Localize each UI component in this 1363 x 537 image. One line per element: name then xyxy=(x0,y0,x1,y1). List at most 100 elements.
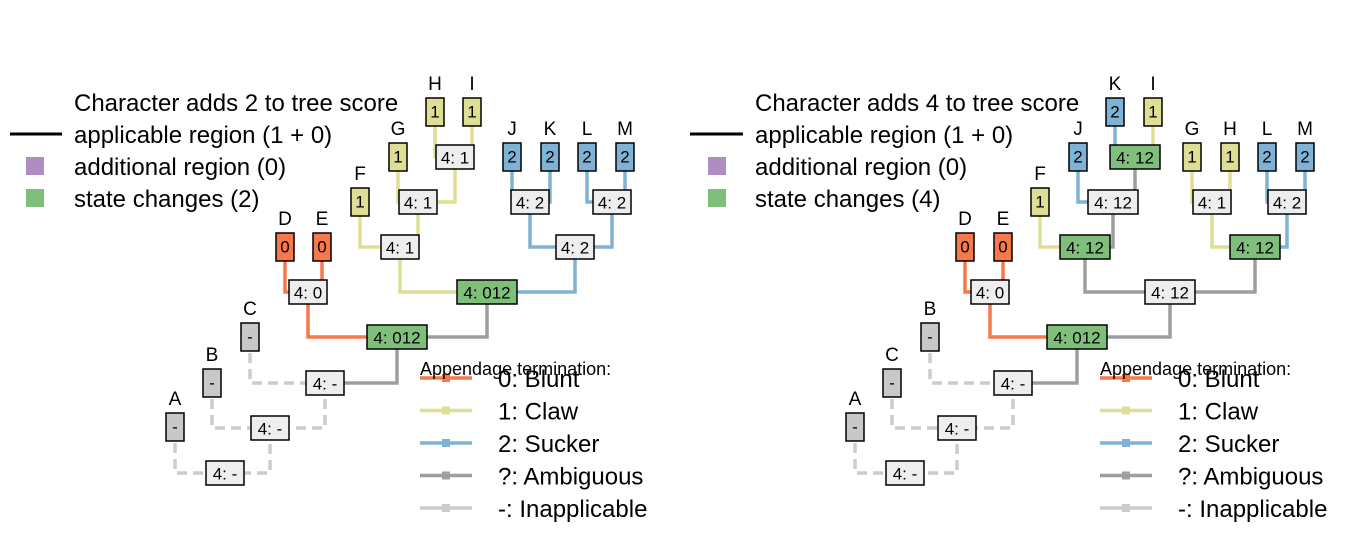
node-box xyxy=(435,144,475,170)
internal-node: 4: 12 xyxy=(1109,144,1161,170)
tip-F: 1F xyxy=(350,164,370,217)
tip-state-box xyxy=(845,412,865,442)
tip-I: 1I xyxy=(1143,74,1163,127)
tip-label: F xyxy=(1034,164,1046,185)
tip-G: 1G xyxy=(1182,119,1202,172)
state-change-node-box xyxy=(1046,324,1108,350)
legend-label: 0: Blunt xyxy=(498,366,580,393)
legend-point-swatch xyxy=(442,471,450,480)
tip-state-box xyxy=(1220,142,1240,172)
node-label: 4: 2 xyxy=(598,194,626,213)
tip-state-box xyxy=(1030,187,1050,217)
tip-state-value: 2 xyxy=(545,148,554,167)
tip-D: 0D xyxy=(955,209,975,262)
tip-H: 1H xyxy=(1220,119,1240,172)
tip-state-value: 0 xyxy=(960,238,969,257)
additional-region-label: additional region (0) xyxy=(755,154,967,181)
node-label: 4: 012 xyxy=(373,329,420,348)
tip-state-box xyxy=(350,187,370,217)
tip-state-box xyxy=(1143,97,1163,127)
tip-state-value: 1 xyxy=(1148,103,1157,122)
tip-state-box xyxy=(165,412,185,442)
tip-state-box xyxy=(993,232,1013,262)
internal-node: 4: 012 xyxy=(366,324,428,350)
node-box xyxy=(305,370,345,396)
legend-point-swatch xyxy=(1122,504,1130,512)
tree-panel-right: Character adds 4 to tree score applicabl… xyxy=(690,74,1327,523)
internal-node: 4: 12 xyxy=(1087,189,1139,215)
node-label: 4: 2 xyxy=(561,239,589,258)
state-legend-title: Appendage termination: xyxy=(420,359,611,379)
node-label: 4: 2 xyxy=(516,194,544,213)
tip-label: A xyxy=(849,389,862,410)
tip-B: -B xyxy=(920,299,940,352)
state-legend-item: ?: Ambiguous xyxy=(420,464,643,491)
node-label: 4: 12 xyxy=(1151,284,1189,303)
tip-label: M xyxy=(617,119,633,140)
tip-state-box xyxy=(1068,142,1088,172)
tip-state-box xyxy=(540,142,560,172)
score-legend: Character adds 2 to tree score applicabl… xyxy=(10,90,398,213)
score-title: Character adds 2 to tree score xyxy=(74,90,398,117)
tip-state-box xyxy=(1295,142,1315,172)
tip-label: L xyxy=(582,119,593,140)
node-box xyxy=(398,189,438,215)
score-legend: Character adds 4 to tree score applicabl… xyxy=(690,90,1079,213)
state-change-node-box xyxy=(456,279,518,305)
tree-edge xyxy=(248,337,325,385)
tip-label: M xyxy=(1297,119,1313,140)
node-label: 4: 1 xyxy=(404,194,432,213)
tip-state-value: - xyxy=(209,374,215,393)
tip-state-box xyxy=(882,368,902,398)
internal-node: 4: - xyxy=(250,415,290,441)
tip-label: I xyxy=(469,74,474,95)
tip-label: C xyxy=(885,345,899,366)
tip-label: J xyxy=(1073,119,1083,140)
legend-point-swatch xyxy=(1122,406,1130,415)
tip-label: L xyxy=(1262,119,1273,140)
node-box xyxy=(250,415,290,441)
tip-K: 2K xyxy=(540,119,560,172)
tip-state-value: 1 xyxy=(393,148,402,167)
tip-label: K xyxy=(1109,74,1122,95)
node-label: 4: - xyxy=(893,465,918,484)
legend-point-swatch xyxy=(442,439,450,447)
internal-node: 4: 2 xyxy=(555,234,595,260)
tip-C: -C xyxy=(240,299,260,352)
tip-state-box xyxy=(202,368,222,398)
state-legend-item: 2: Sucker xyxy=(1100,431,1279,458)
node-label: 4: - xyxy=(213,465,238,484)
tip-state-box xyxy=(312,232,332,262)
internal-node: 4: 2 xyxy=(1267,189,1307,215)
legend-point-swatch xyxy=(1122,374,1130,382)
tip-state-value: 1 xyxy=(430,103,439,122)
internal-node: 4: 012 xyxy=(1046,324,1108,350)
node-box xyxy=(993,370,1033,396)
state-change-node-box xyxy=(366,324,428,350)
additional-region-swatch xyxy=(26,157,44,175)
tip-label: E xyxy=(316,209,329,230)
tree-edge xyxy=(1013,337,1079,385)
legend-label: 2: Sucker xyxy=(498,431,599,458)
node-box xyxy=(205,460,245,486)
internal-node: 4: - xyxy=(205,460,245,486)
legend-label: ?: Ambiguous xyxy=(498,464,643,491)
node-label: 4: 12 xyxy=(1066,239,1104,258)
node-box xyxy=(1087,189,1139,215)
tip-state-box xyxy=(955,232,975,262)
tip-state-value: 0 xyxy=(280,238,289,257)
tip-label: E xyxy=(997,209,1010,230)
legend-label: 0: Blunt xyxy=(1178,366,1260,393)
tree-edge xyxy=(1077,292,1172,339)
node-label: 4: 1 xyxy=(1198,194,1226,213)
internal-node: 4: 1 xyxy=(1192,189,1232,215)
tip-label: H xyxy=(428,74,442,95)
internal-node: 4: 1 xyxy=(435,144,475,170)
node-box xyxy=(592,189,632,215)
tip-state-value: 2 xyxy=(507,148,516,167)
tip-state-box xyxy=(615,142,635,172)
